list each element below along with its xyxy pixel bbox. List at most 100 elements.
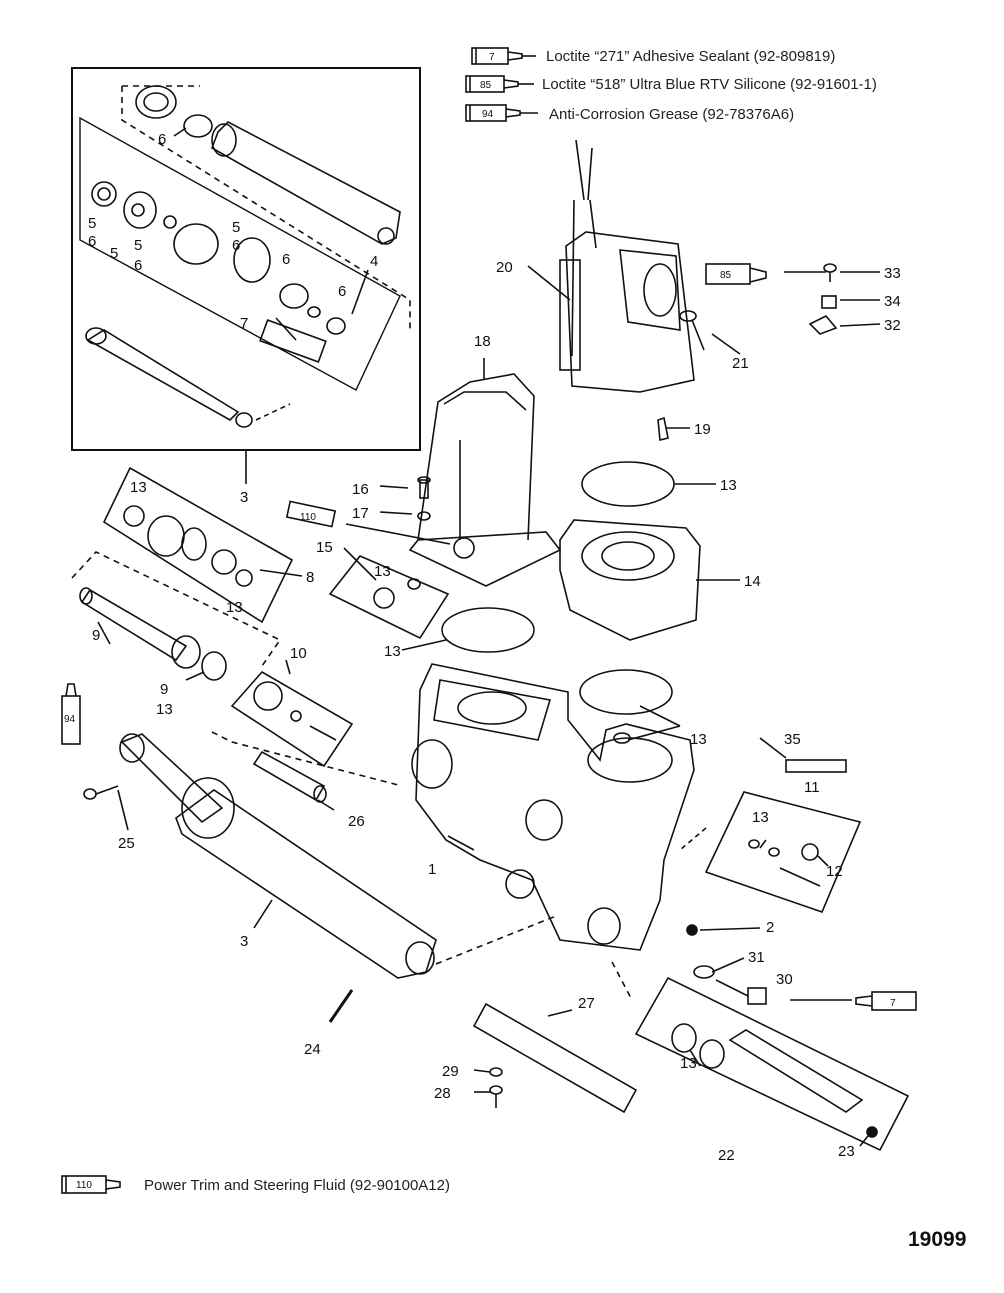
screw-28 — [489, 1085, 503, 1108]
legend-tube-icon: 85 — [465, 75, 534, 93]
callout-27: 27 — [578, 995, 595, 1012]
sealant-tube-7-icon: 7 — [855, 991, 917, 1011]
callout-28: 28 — [434, 1085, 451, 1102]
callout-5: 5 — [88, 215, 96, 232]
callout-24: 24 — [304, 1041, 321, 1058]
callout-29: 29 — [442, 1063, 459, 1080]
callout-5: 5 — [110, 245, 118, 262]
callout-17: 17 — [352, 505, 369, 522]
washer-17 — [417, 511, 431, 521]
callout-22: 22 — [718, 1147, 735, 1164]
callout-6: 6 — [134, 257, 142, 274]
washer-29 — [489, 1067, 503, 1077]
callout-35: 35 — [784, 731, 801, 748]
callout-3: 3 — [240, 489, 248, 506]
callout-9: 9 — [160, 681, 168, 698]
callout-14: 14 — [744, 573, 761, 590]
callout-18: 18 — [474, 333, 491, 350]
callout-10: 10 — [290, 645, 307, 662]
callout-8: 8 — [306, 569, 314, 586]
legend-tube-icon: 110 — [61, 1175, 121, 1194]
callout-30: 30 — [776, 971, 793, 988]
callout-26: 26 — [348, 813, 365, 830]
bolt-25 — [83, 785, 119, 800]
callout-34: 34 — [884, 293, 901, 310]
pump-14 — [559, 519, 701, 641]
callout-32: 32 — [884, 317, 901, 334]
grease-tube-94-icon: 94 — [61, 683, 81, 745]
screw-33 — [823, 263, 837, 282]
legend-text-anti-corrosion-grease: Anti-Corrosion Grease (92-78376A6) — [549, 106, 795, 123]
callout-13: 13 — [374, 563, 391, 580]
rtv-tube-85-icon: 85 — [705, 263, 767, 285]
callout-21: 21 — [732, 355, 749, 372]
callout-31: 31 — [748, 949, 765, 966]
callout-6: 6 — [338, 283, 346, 300]
kit-10-panel — [230, 670, 354, 768]
o-ring-13 — [581, 461, 675, 507]
svg-text:110: 110 — [300, 512, 316, 523]
callout-33: 33 — [884, 265, 901, 282]
reservoir-tower-18 — [408, 373, 562, 587]
screw-21 — [679, 310, 705, 351]
callout-19: 19 — [694, 421, 711, 438]
svg-text:94: 94 — [482, 109, 494, 120]
callout-13: 13 — [720, 477, 737, 494]
callout-5: 5 — [232, 219, 240, 236]
callout-25: 25 — [118, 835, 135, 852]
legend-tube-icon: 7 — [471, 47, 536, 65]
svg-text:85: 85 — [480, 80, 492, 91]
callout-16: 16 — [352, 481, 369, 498]
rod-9 — [79, 587, 227, 681]
callout-23: 23 — [838, 1143, 855, 1160]
callout-1: 1 — [428, 861, 436, 878]
o-ring-13 — [441, 607, 535, 653]
cylinder-components-inset — [71, 67, 421, 451]
legend-tube-icon: 94 — [465, 104, 538, 122]
callout-12: 12 — [826, 863, 843, 880]
callout-6: 6 — [232, 237, 240, 254]
pump-manifold-1 — [411, 663, 695, 951]
callout-11: 11 — [804, 779, 820, 796]
callout-13: 13 — [680, 1055, 697, 1072]
callout-6: 6 — [88, 233, 96, 250]
svg-text:94: 94 — [64, 714, 76, 725]
callout-3: 3 — [240, 933, 248, 950]
kit-8-panel — [71, 466, 294, 667]
callout-6: 6 — [158, 131, 166, 148]
callout-13: 13 — [130, 479, 147, 496]
callout-4: 4 — [370, 253, 378, 270]
fluid-tube-110-icon: 110 — [285, 500, 337, 528]
legend-text-power-trim-fluid: Power Trim and Steering Fluid (92-90100A… — [144, 1177, 450, 1194]
trim-cylinder-3 — [119, 733, 437, 979]
o-ring-13 — [579, 669, 673, 715]
svg-text:7: 7 — [489, 52, 495, 63]
callout-7: 7 — [240, 315, 248, 332]
kit-22-panel — [634, 976, 910, 1152]
clip-34 — [821, 295, 837, 309]
legend-text-loctite-518: Loctite “518” Ultra Blue RTV Silicone (9… — [542, 76, 877, 93]
callout-5: 5 — [134, 237, 142, 254]
callout-20: 20 — [496, 259, 513, 276]
decal-35 — [785, 759, 847, 773]
callout-13: 13 — [156, 701, 173, 718]
callout-15: 15 — [316, 539, 333, 556]
callout-13: 13 — [752, 809, 769, 826]
callout-13: 13 — [690, 731, 707, 748]
callout-6: 6 — [282, 251, 290, 268]
clamp-32 — [808, 315, 838, 335]
plug-2 — [686, 924, 698, 936]
callout-2: 2 — [766, 919, 774, 936]
legend-text-loctite-271: Loctite “271” Adhesive Sealant (92-80981… — [546, 48, 836, 65]
kit-11-panel — [704, 791, 862, 914]
screw-16 — [417, 476, 431, 499]
svg-text:110: 110 — [76, 1180, 92, 1191]
pump-motor-20 — [559, 139, 695, 393]
key-19 — [657, 416, 669, 442]
svg-text:7: 7 — [890, 998, 896, 1009]
callout-13: 13 — [384, 643, 401, 660]
bolt-30 — [715, 979, 767, 1005]
bar-27 — [472, 1002, 638, 1114]
svg-text:85: 85 — [720, 270, 732, 281]
